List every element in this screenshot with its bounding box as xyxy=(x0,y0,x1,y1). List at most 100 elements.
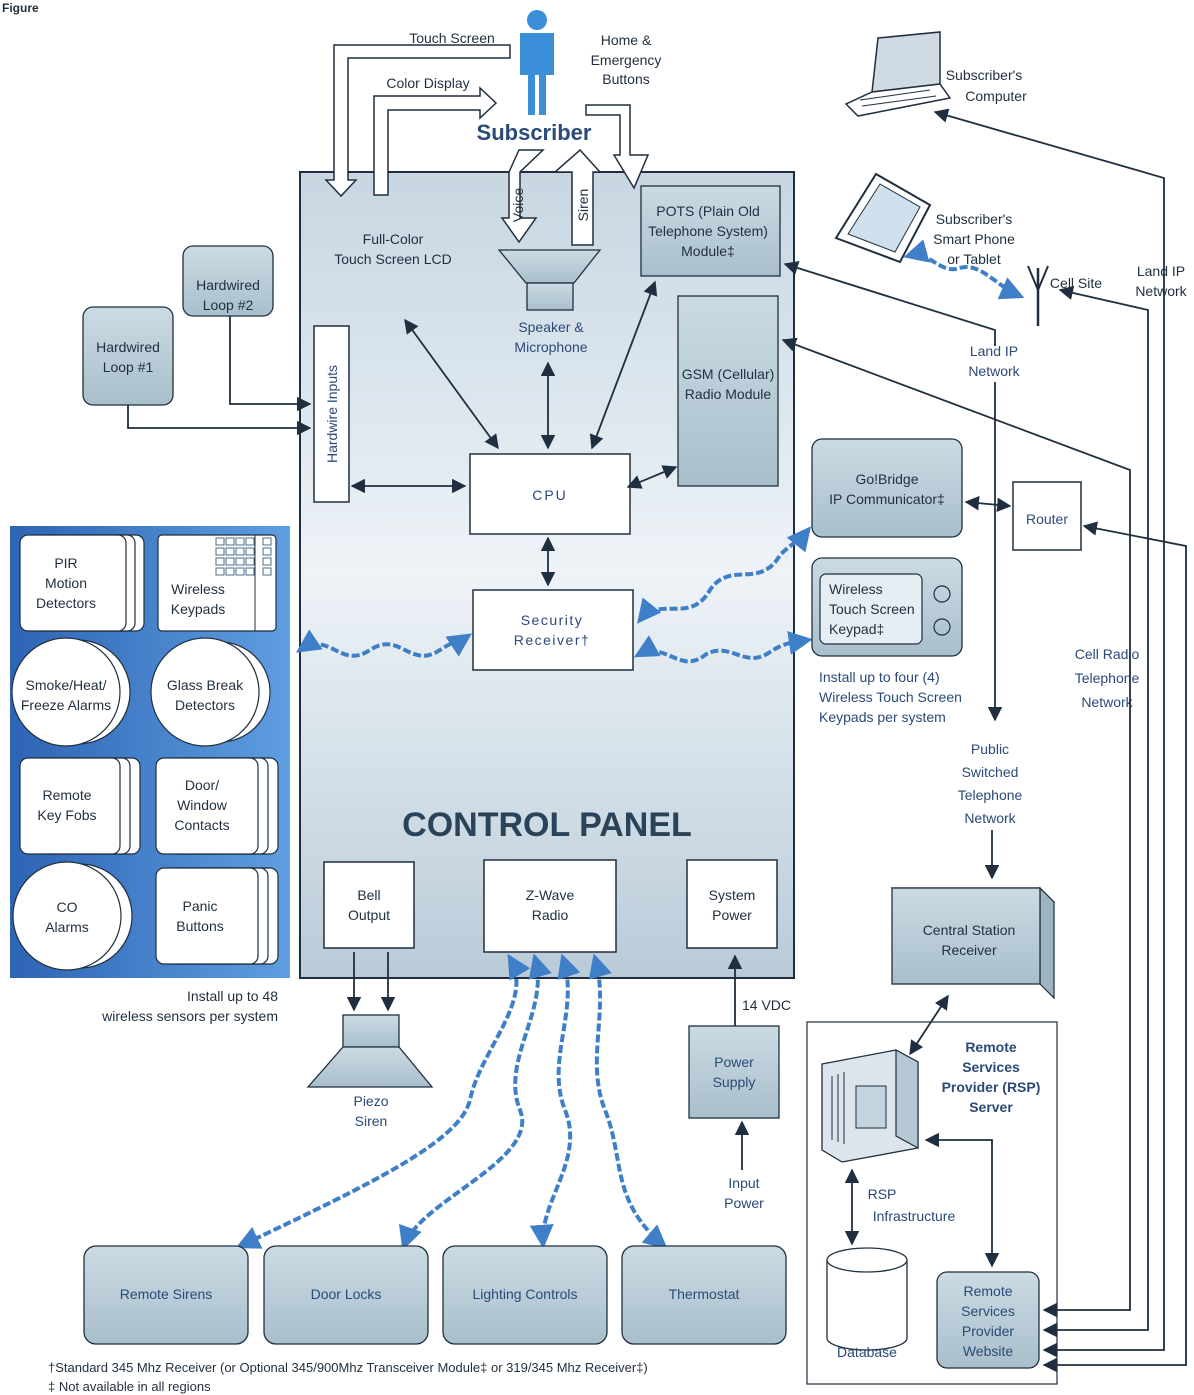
home-emergency-label-2: Emergency xyxy=(591,52,662,68)
vdc-label: 14 VDC xyxy=(742,997,791,1013)
system-power-box xyxy=(686,859,778,949)
land-ip-label-2: Network xyxy=(968,363,1020,379)
panic-label-2: Buttons xyxy=(176,918,223,934)
rsp-server-label-3: Provider (RSP) xyxy=(942,1079,1041,1095)
door-label-3: Contacts xyxy=(174,817,229,833)
smoke-sensor xyxy=(11,637,131,747)
control-panel-title: CONTROL PANEL xyxy=(402,806,692,844)
smoke-label-2: Freeze Alarms xyxy=(21,697,111,713)
lighting-controls-box xyxy=(442,1245,608,1345)
pir-label-2: Motion xyxy=(45,575,87,591)
system-power-label-1: System xyxy=(709,887,756,903)
piezo-label-2: Siren xyxy=(355,1113,388,1129)
phone-label-2: Smart Phone xyxy=(933,231,1015,247)
gsm-label-2: Radio Module xyxy=(685,386,772,402)
touch-screen-label: Touch Screen xyxy=(409,30,495,46)
key-fobs-sensor xyxy=(19,757,141,855)
server-icon xyxy=(821,1048,919,1163)
voice-label: Voice xyxy=(510,188,526,222)
door-locks-label: Door Locks xyxy=(311,1286,382,1302)
rsp-infra-label-1: RSP xyxy=(868,1186,897,1202)
sensors-note-1: Install up to 48 xyxy=(187,988,278,1004)
central-station-label-2: Receiver xyxy=(941,942,997,958)
loop1-label-2: Loop #1 xyxy=(103,359,154,375)
router-label: Router xyxy=(1026,511,1068,527)
internal-connections xyxy=(350,280,678,587)
figure-label: Figure xyxy=(2,1,39,15)
gobridge-label-1: Go!Bridge xyxy=(855,471,918,487)
co-label-2: Alarms xyxy=(45,919,89,935)
wtsk-label-1: Wireless xyxy=(829,581,883,597)
co-sensor xyxy=(12,861,133,971)
hardwired-loop-1 xyxy=(82,306,174,406)
zwave-label-2: Radio xyxy=(532,907,569,923)
install-keypads-label-3: Keypads per system xyxy=(819,709,946,725)
laptop-icon xyxy=(844,31,952,117)
siren-arrow xyxy=(553,148,602,246)
piezo-siren-icon xyxy=(306,1014,434,1088)
touch-screen-arrow xyxy=(324,44,511,198)
remote-sirens-label: Remote Sirens xyxy=(120,1286,213,1302)
pstn-label-1: Public xyxy=(971,741,1009,757)
pstn-label-3: Telephone xyxy=(958,787,1023,803)
cell-tower-icon xyxy=(1027,265,1049,326)
panic-sensor xyxy=(155,867,279,965)
footnote-ddagger: ‡ Not available in all regions xyxy=(48,1379,211,1394)
hardwire-inputs-label: Hardwire Inputs xyxy=(324,365,340,463)
fobs-label-2: Key Fobs xyxy=(37,807,96,823)
pir-label-1: PIR xyxy=(54,555,77,571)
keypads-label-2: Keypads xyxy=(171,601,225,617)
speaker-icon xyxy=(497,249,602,311)
wireless-keypads-sensor xyxy=(157,534,277,632)
security-receiver-label-2: Receiver† xyxy=(514,632,591,648)
wtsk-label-2: Touch Screen xyxy=(829,601,915,617)
co-label-1: CO xyxy=(57,899,78,915)
power-supply-label-2: Supply xyxy=(713,1074,756,1090)
power-supply-label-1: Power xyxy=(714,1054,754,1070)
home-emergency-label-3: Buttons xyxy=(602,71,649,87)
lcd-label-2: Touch Screen LCD xyxy=(334,251,452,267)
loop2-label-1: Hardwired xyxy=(196,277,260,293)
fobs-label-1: Remote xyxy=(42,787,91,803)
bell-output-box xyxy=(323,861,415,949)
install-keypads-label-1: Install up to four (4) xyxy=(819,669,940,685)
glass-break-sensor xyxy=(150,637,271,747)
bell-output-label-2: Output xyxy=(348,907,390,923)
database-label: Database xyxy=(837,1344,897,1360)
home-emergency-arrow xyxy=(585,104,650,190)
security-receiver-box xyxy=(472,589,634,671)
footnote-dagger: †Standard 345 Mhz Receiver (or Optional … xyxy=(48,1360,648,1375)
rsp-infra-label-2: Infrastructure xyxy=(873,1208,956,1224)
bell-output-label-1: Bell xyxy=(357,887,380,903)
cpu-box xyxy=(469,453,631,535)
speaker-label-2: Microphone xyxy=(514,339,587,355)
gsm-module xyxy=(677,295,779,487)
input-power-label-2: Power xyxy=(724,1195,764,1211)
gsm-label-1: GSM (Cellular) xyxy=(682,366,775,382)
rsp-server-label-1: Remote xyxy=(965,1039,1017,1055)
glass-label-2: Detectors xyxy=(175,697,235,713)
remote-sirens-box xyxy=(83,1245,249,1345)
keypads-label-1: Wireless xyxy=(171,581,225,597)
loop2-label-2: Loop #2 xyxy=(203,297,254,313)
database-icon xyxy=(826,1247,908,1351)
panic-label-1: Panic xyxy=(182,898,217,914)
smoke-label-1: Smoke/Heat/ xyxy=(26,677,107,693)
home-emergency-label-1: Home & xyxy=(601,32,652,48)
land-ip-right-label-1: Land IP xyxy=(1137,263,1185,279)
pstn-label-2: Switched xyxy=(962,764,1019,780)
voice-arrow xyxy=(500,149,545,244)
pots-module xyxy=(640,185,781,277)
input-power-label-1: Input xyxy=(728,1175,759,1191)
computer-label-2: Computer xyxy=(965,88,1027,104)
thermostat-label: Thermostat xyxy=(669,1286,740,1302)
zwave-label-1: Z-Wave xyxy=(526,887,575,903)
wtsk-label-3: Keypad‡ xyxy=(829,621,884,637)
cell-radio-label-3: Network xyxy=(1081,694,1133,710)
rsp-website-label-1: Remote xyxy=(963,1283,1012,1299)
power-supply-box xyxy=(688,1025,780,1119)
cpu-label: CPU xyxy=(532,487,568,503)
lighting-label: Lighting Controls xyxy=(472,1286,577,1302)
speaker-label-1: Speaker & xyxy=(518,319,584,335)
